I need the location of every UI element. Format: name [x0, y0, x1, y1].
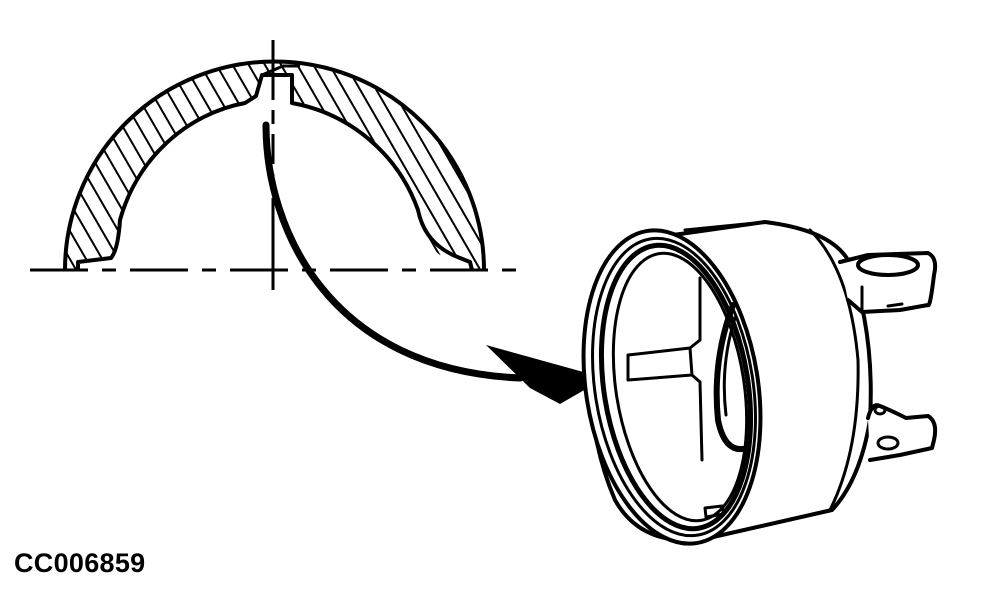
yoke-component — [581, 220, 938, 546]
lower-ear-hole — [876, 435, 900, 451]
yoke-upper-ear — [838, 251, 938, 314]
callout-arrow — [262, 121, 605, 404]
section-hatch-fill — [65, 61, 484, 270]
body-top-edge — [683, 220, 767, 232]
upper-ear-bore-hole — [856, 253, 920, 277]
front-ring-groove-1 — [591, 236, 757, 538]
arrow-head — [486, 345, 605, 404]
yoke-lower-ear — [866, 403, 938, 462]
bore-bottom-notch — [703, 504, 726, 519]
section-view — [30, 40, 528, 290]
lower-ear-small-hole — [873, 404, 887, 416]
section-rim-line — [261, 64, 300, 77]
arrow-shaft — [262, 121, 524, 382]
bore-notch-lines — [688, 276, 704, 462]
figure-id-label: CC006859 — [14, 548, 146, 578]
front-ring-groove-3 — [611, 251, 749, 523]
bore-back-wall-inner — [722, 316, 737, 417]
bore-back-wall — [713, 302, 751, 453]
body-flange-line — [808, 228, 860, 512]
front-ring-groove-2 — [598, 242, 754, 532]
front-ring-outer — [581, 228, 763, 546]
upper-ear-side-line — [860, 285, 904, 314]
